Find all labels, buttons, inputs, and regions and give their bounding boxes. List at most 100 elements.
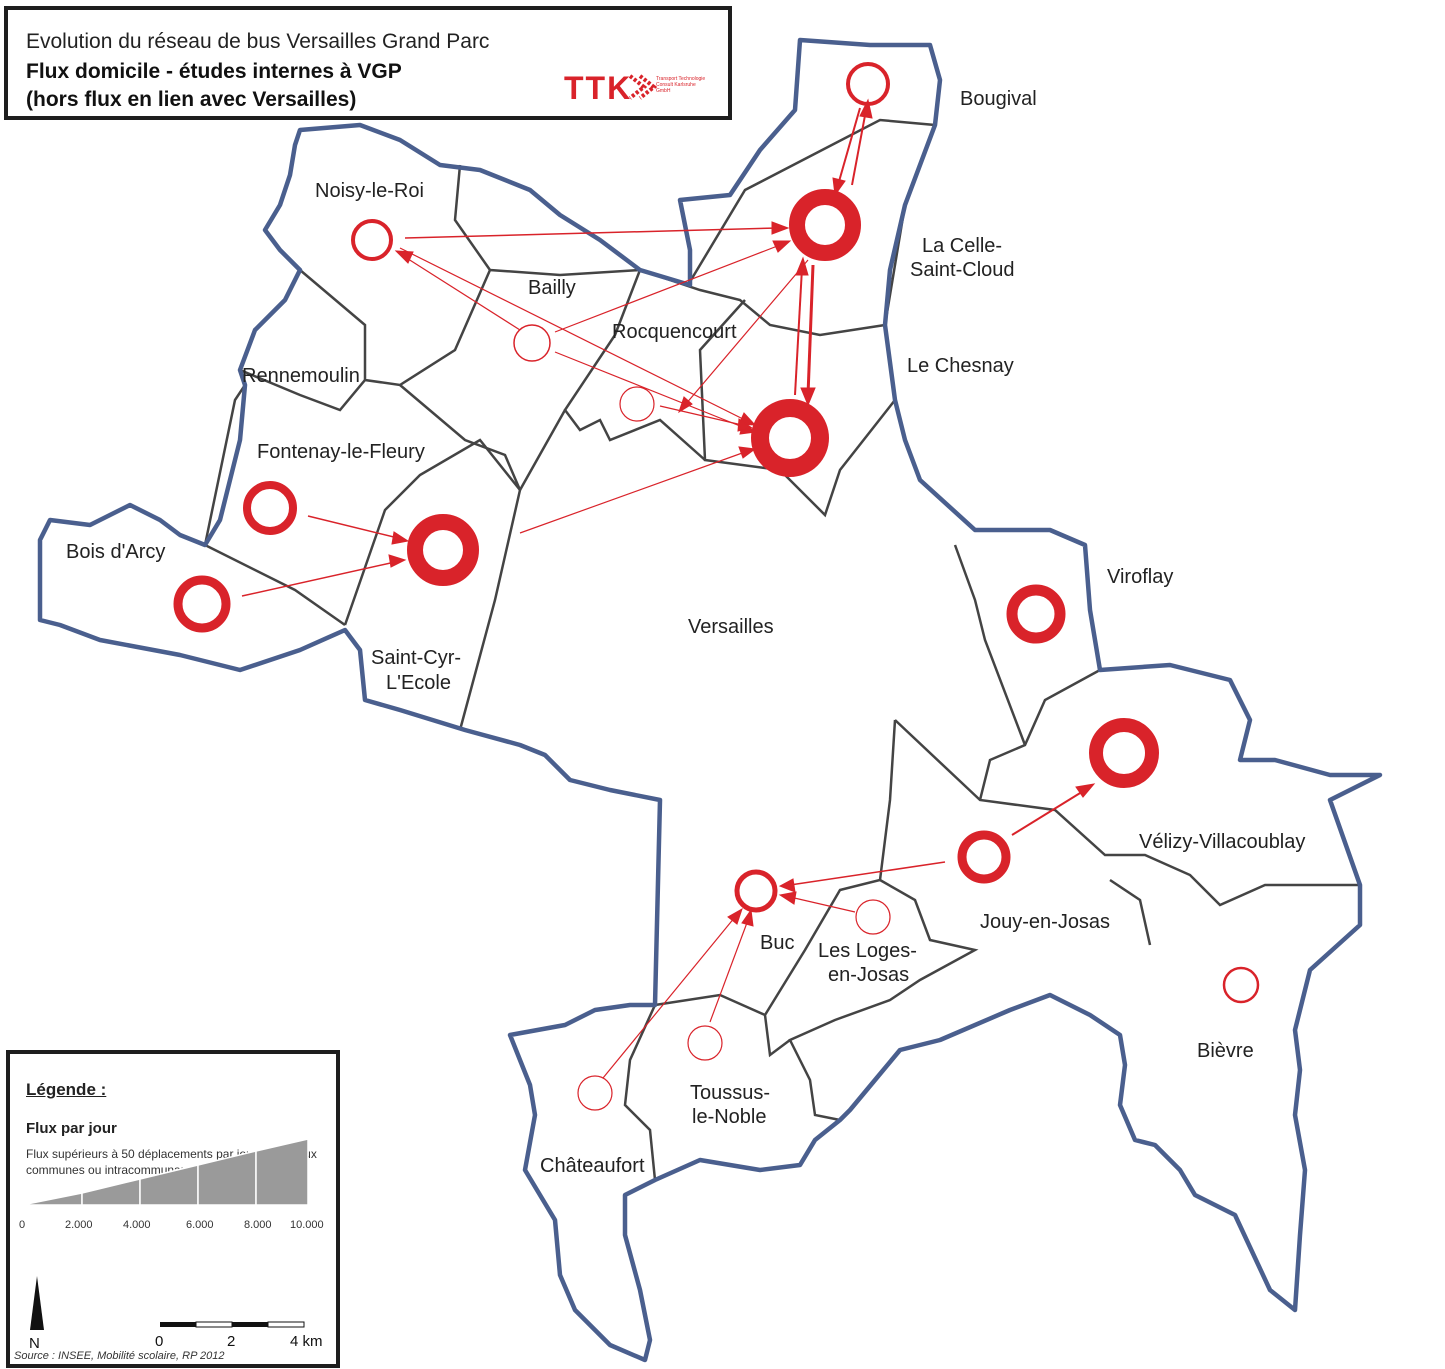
flow-circle-boisdarcy <box>173 575 231 633</box>
legend-graphics: 0 2.000 4.000 6.000 8.000 10.000 N 0 2 4… <box>19 1138 324 1352</box>
flow-noisy-lacelle <box>404 227 779 239</box>
legend-box: Légende : Flux par jour Flux supérieurs … <box>6 1050 340 1368</box>
legend-title: Légende : <box>26 1080 107 1099</box>
map-subtitle: Flux domicile - études internes à VGP <box>26 60 402 83</box>
label-toussus-2: le-Noble <box>692 1106 766 1128</box>
arrowhead-icon <box>727 907 743 925</box>
arrowhead-icon <box>738 446 757 459</box>
legend-subtitle: Flux par jour <box>26 1120 117 1137</box>
arrowhead-icon <box>772 240 792 253</box>
vgp-outer-boundary <box>37 37 1383 1363</box>
flow-loges-buc <box>789 896 856 913</box>
arrowhead-icon <box>778 878 796 893</box>
flow-jouy-buc <box>789 861 946 886</box>
flow-circle-bougival <box>846 62 890 106</box>
flow-circle-jouy <box>957 830 1011 884</box>
scale-label-4: 4 km <box>290 1333 323 1350</box>
map-title: Evolution du réseau de bus Versailles Gr… <box>26 30 490 53</box>
arrowhead-icon <box>771 221 790 235</box>
arrowhead-icon <box>394 250 414 264</box>
arrowhead-icon <box>778 891 797 905</box>
label-bievre: Bièvre <box>1197 1040 1254 1062</box>
arrowhead-icon <box>391 531 410 545</box>
flow-saintcyr-lechesnay <box>519 451 746 534</box>
arrowhead-icon <box>795 256 809 276</box>
arrowhead-icon <box>800 387 816 407</box>
legend-tick: 6.000 <box>186 1219 214 1231</box>
flow-bailly-noisy <box>404 256 521 331</box>
flow-rocq-lechesnay <box>659 405 743 426</box>
label-chateaufort: Châteaufort <box>540 1155 645 1177</box>
label-lechesnay: Le Chesnay <box>907 355 1014 377</box>
label-lacelle-2: Saint-Cloud <box>910 259 1015 281</box>
flow-circle-lechesnay <box>751 399 829 477</box>
flow-circle-toussus <box>687 1025 723 1061</box>
commune-boundaries <box>203 118 1360 1181</box>
label-velizy: Vélizy-Villacoublay <box>1139 831 1305 853</box>
label-versailles: Versailles <box>688 616 774 638</box>
distance-scale-bar <box>160 1321 305 1328</box>
flow-circle-bailly <box>513 324 551 362</box>
flow-lacelle-rocq <box>684 259 809 406</box>
label-saintcyr-1: Saint-Cyr- <box>371 647 461 669</box>
flow-toussus-buc <box>709 919 749 1023</box>
north-label: N <box>29 1335 40 1352</box>
label-bailly: Bailly <box>528 277 576 299</box>
flow-bougival-lacelle <box>837 107 861 186</box>
label-lacelle-1: La Celle- <box>922 235 1002 257</box>
flow-scale-wedge <box>81 1178 141 1206</box>
legend-source: Source : INSEE, Mobilité scolaire, RP 20… <box>14 1350 225 1362</box>
legend-tick: 2.000 <box>65 1219 93 1231</box>
flow-lacelle-bougival <box>851 109 867 186</box>
flow-jouy-velizy <box>1011 789 1086 836</box>
flow-bailly-lacelle <box>554 244 781 333</box>
flow-arrows <box>241 98 1096 1079</box>
arrowhead-icon <box>678 396 693 414</box>
north-arrow-icon <box>30 1276 44 1330</box>
label-boisdarcy: Bois d'Arcy <box>66 541 165 563</box>
label-jouy: Jouy-en-Josas <box>980 911 1110 933</box>
label-viroflay: Viroflay <box>1107 566 1173 588</box>
flow-circle-loges <box>855 899 891 935</box>
label-loges-1: Les Loges- <box>818 940 917 962</box>
scale-label-2: 2 <box>227 1333 235 1350</box>
arrowhead-icon <box>1075 783 1096 798</box>
map-subtitle-note: (hors flux en lien avec Versailles) <box>26 88 357 111</box>
logo-tagline: Transport Technologie Consult Karlsruhe … <box>656 76 706 94</box>
scale-label-0: 0 <box>155 1333 163 1350</box>
commune-labels: Bougival Noisy-le-Roi La Celle- Saint-Cl… <box>66 88 1305 1177</box>
intra-flow-circles <box>173 62 1260 1111</box>
flow-scale-wedge <box>21 1192 83 1206</box>
label-rennemoulin: Rennemoulin <box>242 365 360 387</box>
flow-bailly-lechesnay <box>554 351 746 429</box>
flow-boisdarcy-saintcyr <box>241 561 396 597</box>
flow-circle-fontenay <box>243 481 297 535</box>
label-toussus-1: Toussus- <box>690 1082 770 1104</box>
flow-noisy-lechesnay <box>399 247 746 421</box>
label-loges-2: en-Josas <box>828 964 909 986</box>
flow-scale-wedge <box>255 1138 309 1206</box>
arrowhead-icon <box>737 418 754 432</box>
flow-circle-velizy <box>1089 718 1159 788</box>
arrowhead-icon <box>741 908 754 927</box>
flow-scale-wedge <box>139 1164 199 1206</box>
flow-lacelle-lechesnay <box>806 264 815 396</box>
label-bougival: Bougival <box>960 88 1037 110</box>
label-rocquencourt: Rocquencourt <box>612 321 737 343</box>
arrowhead-icon <box>388 554 407 568</box>
label-buc: Buc <box>760 932 794 954</box>
legend-tick: 0 <box>19 1219 25 1231</box>
label-saintcyr-2: L'Ecole <box>386 672 451 694</box>
flow-fontenay-saintcyr <box>307 515 399 539</box>
flow-circle-viroflay <box>1006 584 1066 644</box>
flow-circle-lacelle <box>789 189 861 261</box>
logo-letters: TTK <box>564 70 633 106</box>
flow-circle-saintcyr <box>407 514 479 586</box>
flow-chateaufort-buc <box>602 916 736 1079</box>
legend-tick: 8.000 <box>244 1219 272 1231</box>
label-noisy: Noisy-le-Roi <box>315 180 424 202</box>
flow-circle-rocquencourt <box>619 386 655 422</box>
flow-circle-bievre <box>1222 966 1260 1004</box>
legend-tick: 4.000 <box>123 1219 151 1231</box>
